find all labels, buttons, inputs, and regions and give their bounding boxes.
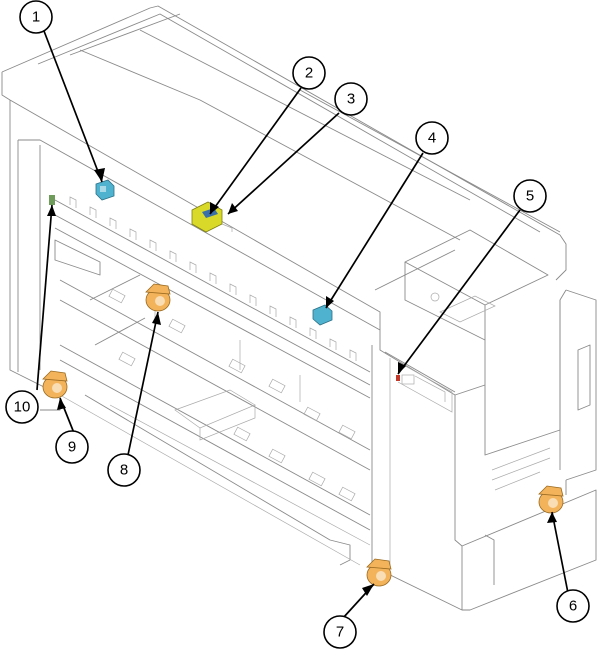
callout-label: 4 <box>428 130 436 147</box>
callout-label: 10 <box>14 399 31 416</box>
paper-path-internals <box>54 196 371 546</box>
leader-lines <box>36 30 569 619</box>
machine-body <box>1 5 597 611</box>
callout-label: 2 <box>305 65 313 82</box>
callout-1: 1 <box>19 0 53 34</box>
callout-circle <box>19 0 53 34</box>
callout-3: 3 <box>334 82 368 116</box>
callout-circle <box>5 390 39 424</box>
callout-circle <box>556 589 590 623</box>
callout-label: 8 <box>120 462 128 479</box>
callout-10: 10 <box>5 390 39 424</box>
orange-roller-icon <box>538 485 564 514</box>
callout-label: 7 <box>336 624 344 641</box>
callout-label: 3 <box>347 91 355 108</box>
callout-circle <box>107 453 141 487</box>
callout-8: 8 <box>107 453 141 487</box>
orange-roller-icon <box>366 558 392 587</box>
callout-4: 4 <box>415 121 449 155</box>
callout-6: 6 <box>556 589 590 623</box>
orange-roller-icon <box>145 283 171 312</box>
callout-label: 9 <box>68 439 76 456</box>
callout-label: 1 <box>32 9 40 26</box>
blue-sensor-icon <box>312 304 333 326</box>
callout-circle <box>513 179 547 213</box>
callout-2: 2 <box>292 56 326 90</box>
callout-circle <box>415 121 449 155</box>
red-indicator-icon <box>396 375 400 381</box>
callout-label: 6 <box>569 598 577 615</box>
callout-5: 5 <box>513 179 547 213</box>
green-sensor-icon <box>49 195 55 205</box>
callout-circle <box>323 615 357 649</box>
callout-markers: 1 2 3 4 5 6 7 8 9 10 <box>5 0 590 649</box>
callout-circle <box>334 82 368 116</box>
callout-7: 7 <box>323 615 357 649</box>
callout-9: 9 <box>55 430 89 464</box>
callout-circle <box>55 430 89 464</box>
callout-circle <box>292 56 326 90</box>
blue-sensor-icon <box>95 179 115 201</box>
orange-roller-icon <box>42 370 68 399</box>
callout-label: 5 <box>526 188 534 205</box>
